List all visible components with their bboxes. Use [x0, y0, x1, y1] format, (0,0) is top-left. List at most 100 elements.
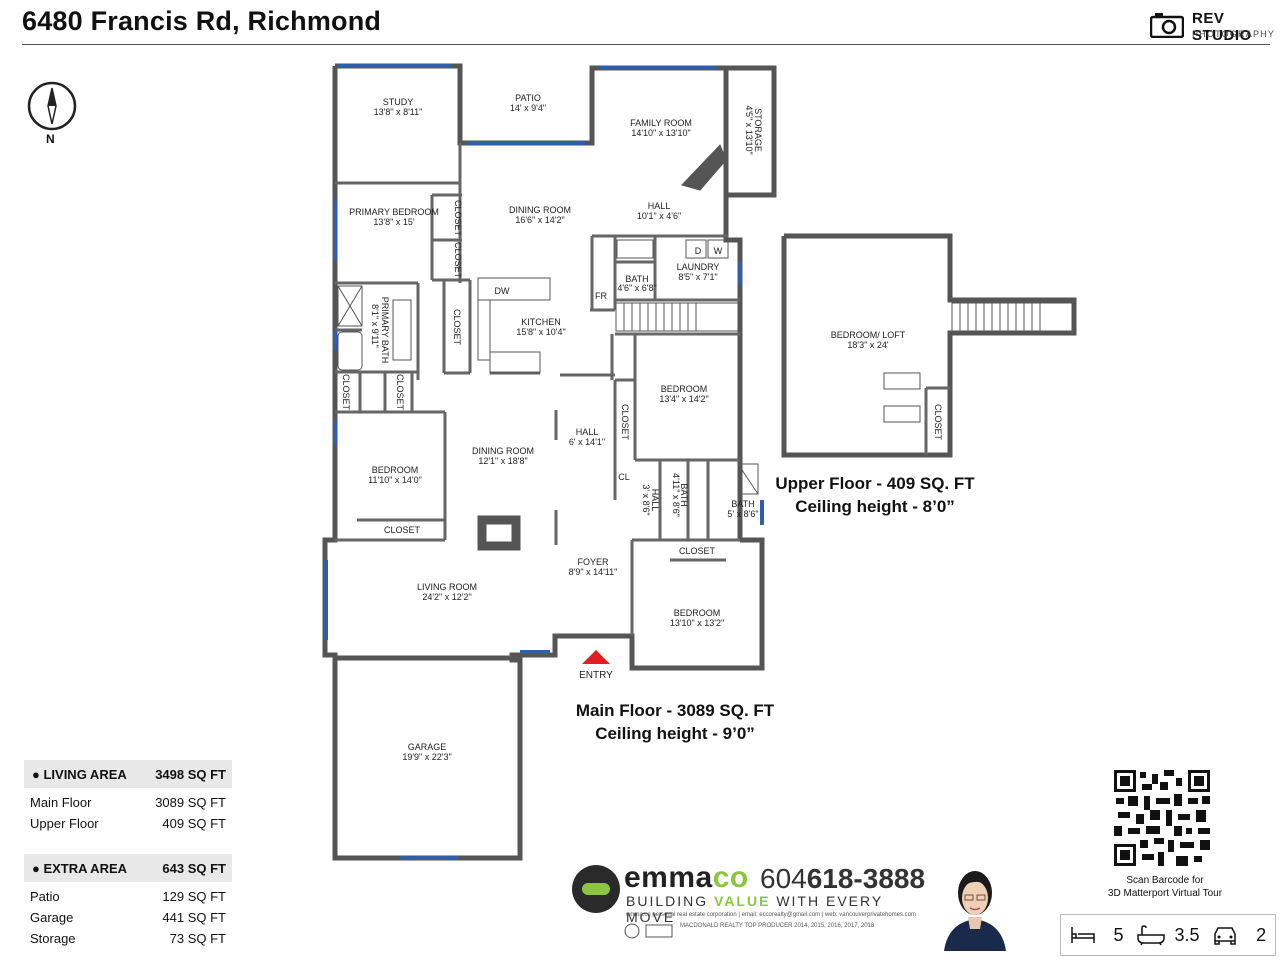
award-badges-icon [624, 923, 673, 939]
main-floor-ceiling: Ceiling height - 9’0” [595, 724, 755, 743]
compass-north-label: N [46, 132, 55, 146]
emmaco-logo: emmaco 604618-3888 BUILDING VALUE WITH E… [572, 855, 927, 945]
area-row: Garage 441 SQ FT [24, 907, 232, 928]
closet-label: CLOSET [620, 404, 630, 441]
stat-garage: 2 [1204, 925, 1275, 946]
room-laundry-size: 8'5" x 7'1" [678, 272, 717, 282]
living-area-label: LIVING AREA [43, 766, 127, 782]
room-hall-top-size: 10'1" x 4'6" [637, 211, 681, 221]
upper-floor-caption: Upper Floor - 409 SQ. FT Ceiling height … [770, 472, 980, 518]
room-hall-mid-name: HALL [576, 427, 599, 437]
room-patio-name: PATIO [515, 93, 541, 103]
agent-photo [934, 851, 1016, 951]
room-dining-main-size: 12'1" x 18'8" [478, 456, 527, 466]
closet-label: CLOSET [453, 242, 463, 279]
closet-label: CLOSET [384, 525, 421, 535]
room-family-size: 14'10" x 13'10" [631, 128, 690, 138]
windows [324, 64, 764, 860]
stat-beds-value: 5 [1113, 924, 1124, 945]
room-primary-bath-name: PRIMARY BATH [380, 297, 390, 364]
room-kitchen-name: KITCHEN [521, 317, 561, 327]
washer-label: W [714, 246, 723, 256]
area-row-value: 441 SQ FT [162, 910, 226, 925]
room-bath-mid-size: 4'11" x 8'6" [671, 473, 681, 517]
qr-caption-line2: 3D Matterport Virtual Tour [1107, 888, 1223, 899]
brand-subtitle: PHOTOGRAPHY [1192, 29, 1276, 39]
room-bath-mid-name: BATH [679, 483, 689, 506]
room-storage-size: 4'5" x 13'10" [744, 105, 754, 154]
room-bedroom-front-size: 13'10" x 13'2" [670, 618, 724, 628]
brand-name: REV STUDIO [1192, 10, 1252, 44]
closet-label: CLOSET [452, 309, 462, 346]
qr-code[interactable] [1114, 770, 1210, 866]
camera-icon [1150, 13, 1184, 38]
room-bath-right-size: 5' x 8'6" [727, 509, 758, 519]
closet-cl-label: CL [618, 472, 630, 482]
room-bath-small-name: BATH [625, 274, 648, 284]
area-row: Upper Floor 409 SQ FT [24, 813, 232, 834]
dishwasher-label: DW [495, 286, 510, 296]
closet-label: CLOSET [341, 374, 351, 411]
area-row-name: Patio [30, 889, 60, 904]
area-row-value: 409 SQ FT [162, 816, 226, 831]
extra-area-label: EXTRA AREA [43, 860, 128, 876]
room-study-name: STUDY [383, 97, 414, 107]
room-storage-name: STORAGE [753, 108, 763, 152]
room-hall-narrow-size: 3' x 8'6" [641, 484, 651, 515]
room-garage-size: 19'9" x 22'3" [402, 752, 451, 762]
room-dining-main-name: DINING ROOM [472, 446, 534, 456]
closet-label: CLOSET [453, 200, 463, 237]
rev-studio-logo: REV STUDIO PHOTOGRAPHY [1150, 10, 1274, 44]
emmaco-phone: 604618-3888 [760, 863, 925, 895]
tagline-b: VALUE [714, 893, 771, 909]
room-kitchen-size: 15'8" x 10'4" [516, 327, 565, 337]
room-hall-top-name: HALL [648, 201, 671, 211]
upper-floor-ceiling: Ceiling height - 8’0” [795, 497, 955, 516]
room-study-size: 13'8" x 8'11" [374, 107, 423, 117]
stat-baths-value: 3.5 [1174, 924, 1200, 945]
compass: N [26, 80, 78, 150]
area-row-name: Storage [30, 931, 76, 946]
area-row-value: 73 SQ FT [169, 931, 226, 946]
main-floor-caption: Main Floor - 3089 SQ. FT Ceiling height … [570, 699, 780, 745]
emmaco-phone-b: 618-3888 [806, 863, 926, 894]
entry-arrow-icon [582, 650, 610, 664]
room-loft-name: BEDROOM/ LOFT [831, 330, 906, 340]
room-bedroom-left-size: 11'10" x 14'0" [368, 475, 422, 485]
area-row: Storage 73 SQ FT [24, 928, 232, 949]
emmaco-phone-a: 604 [760, 863, 807, 894]
closet-label: CLOSET [395, 374, 405, 411]
room-primary-bedroom-name: PRIMARY BEDROOM [349, 207, 439, 217]
room-labels: STUDY 13'8" x 8'11" PATIO 14' x 9'4" FAM… [341, 93, 943, 762]
room-hall-mid-size: 6' x 14'1" [569, 437, 605, 447]
fixtures [337, 144, 921, 551]
extra-area-total: 643 SQ FT [162, 860, 226, 876]
room-bath-right-name: BATH [731, 499, 754, 509]
stat-garage-value: 2 [1256, 924, 1267, 945]
emmaco-name-b: co [712, 861, 749, 894]
area-row-name: Main Floor [30, 795, 92, 810]
extra-area-header: ● EXTRA AREA 643 SQ FT [24, 854, 232, 882]
interior-walls [335, 143, 950, 636]
room-living-size: 24'2" x 12'2" [422, 592, 471, 602]
living-area-title: ● LIVING AREA [32, 766, 127, 782]
room-patio-size: 14' x 9'4" [510, 103, 546, 113]
room-bedroom-mid-name: BEDROOM [661, 384, 708, 394]
qr-caption-line1: Scan Barcode for [1126, 875, 1204, 886]
emmaco-tagline: BUILDING VALUE WITH EVERY MOVE [626, 893, 927, 925]
closet-label: CLOSET [679, 546, 716, 556]
bed-icon [1071, 927, 1095, 943]
tagline-a: BUILDING [626, 893, 715, 909]
room-foyer-name: FOYER [577, 557, 609, 567]
emmaco-name-a: emma [624, 861, 713, 894]
main-floor-area: Main Floor - 3089 SQ. FT [575, 701, 775, 720]
room-foyer-size: 8'9" x 14'11" [569, 567, 618, 577]
extra-area-table: ● EXTRA AREA 643 SQ FT Patio 129 SQ FT G… [24, 854, 232, 949]
closet-label: CLOSET [933, 404, 943, 441]
room-loft-size: 18'3" x 24' [847, 340, 888, 350]
area-row-name: Garage [30, 910, 74, 925]
room-dining-top-size: 16'6" x 14'2" [515, 215, 564, 225]
emmaco-award-line: MACDONALD REALTY TOP PRODUCER 2014, 2015… [680, 923, 875, 929]
car-icon [1214, 927, 1237, 945]
